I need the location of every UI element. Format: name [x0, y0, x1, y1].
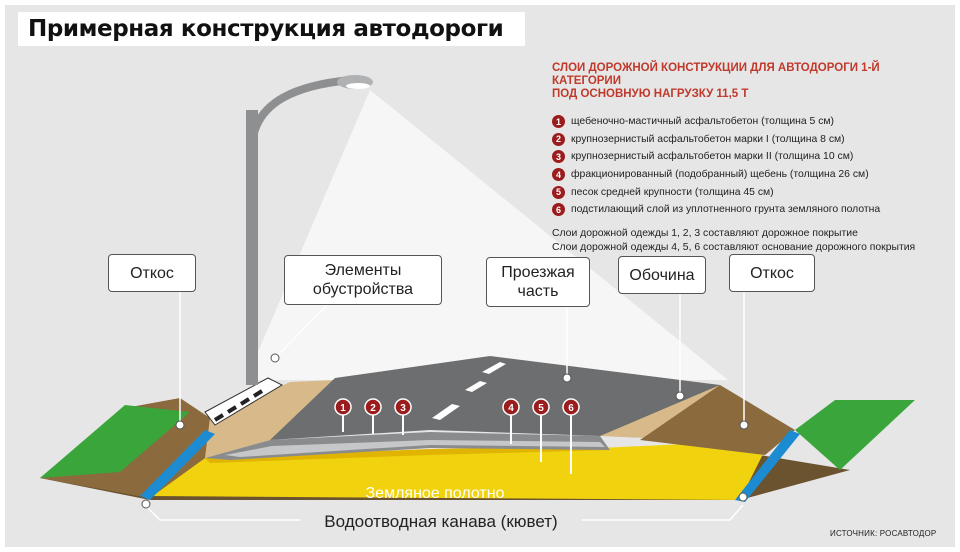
label-elements: Элементы обустройства: [284, 255, 442, 305]
marker-badge-3: [394, 398, 412, 416]
layer-number-badge: 1: [552, 115, 565, 129]
subgrade-label: Земляное полотно: [366, 485, 505, 502]
lane-marking-3: [432, 404, 460, 420]
label-carriageway-line1: Проезжая: [501, 264, 575, 281]
lane-marking-1: [482, 362, 506, 374]
info-heading-line1: СЛОИ ДОРОЖНОЙ КОНСТРУКЦИИ ДЛЯ АВТОДОРОГИ…: [552, 62, 880, 87]
marker-number-4: 4: [508, 403, 514, 414]
layer-number-badge: 6: [552, 203, 565, 217]
marker-badge-1: [334, 398, 352, 416]
list-item: 3 крупнозернистый асфальтобетон марки II …: [552, 148, 947, 166]
list-item: 5 песок средней крупности (толщина 45 см): [552, 183, 947, 201]
layer-description: крупнозернистый асфальтобетон марки II (…: [571, 151, 854, 163]
marker-badge-2: [364, 398, 382, 416]
label-carriageway-line2: часть: [517, 283, 559, 300]
source-credit: ИСТОЧНИК: РОСАВТОДОР: [830, 529, 937, 538]
asphalt-surface: [270, 356, 720, 440]
lamp-light: [346, 83, 370, 89]
layer-description: щебеночно-мастичный асфальтобетон (толщи…: [571, 116, 835, 128]
callout-dots: [141, 353, 749, 509]
marker-badge-6: [562, 398, 580, 416]
list-item: 1 щебеночно-мастичный асфальтобетон (толщ…: [552, 113, 947, 131]
label-elements-line1: Элементы: [324, 262, 402, 279]
marker-badge-5: [532, 398, 550, 416]
list-item: 2 крупнозернистый асфальтобетон марки I (…: [552, 131, 947, 149]
layer-number-badge: 2: [552, 132, 565, 146]
lamp-arm: [248, 76, 351, 146]
marker-number-1: 1: [340, 403, 346, 414]
callout-lines: [145, 290, 745, 521]
label-slope-right: Откос: [729, 254, 815, 292]
layer-number-badge: 3: [552, 150, 565, 164]
layer-description: подстилающий слой из уплотненного грунта…: [571, 204, 881, 216]
label-slope-left: Откос: [108, 254, 196, 292]
list-item: 4 фракционированный (подобранный) щебень …: [552, 166, 947, 184]
layer-description: фракционированный (подобранный) щебень (…: [571, 169, 869, 181]
layer-markers: 1 2 3 4 5 6: [334, 398, 580, 474]
label-elements-line2: обустройства: [312, 281, 414, 298]
label-carriageway: Проезжая часть: [486, 257, 590, 307]
label-shoulder-text: Обочина: [629, 266, 695, 284]
layer-description: крупнозернистый асфальтобетон марки I (т…: [571, 133, 845, 145]
layer-description: песок средней крупности (толщина 45 см): [571, 186, 774, 198]
title-banner: Примерная конструкция автодороги: [18, 12, 526, 46]
marker-number-5: 5: [538, 403, 544, 414]
label-slope-right-text: Откос: [750, 264, 794, 282]
note-surface: Слои дорожной одежды 1, 2, 3 составляют …: [552, 227, 858, 239]
note-base: Слои дорожной одежды 4, 5, 6 составляют …: [552, 241, 916, 253]
layer-number-badge: 5: [552, 185, 565, 199]
ditch-label: Водоотводная канава (кювет): [324, 512, 557, 531]
right-slope-soil: [640, 385, 795, 455]
right-grass: [795, 400, 915, 470]
sand-top-edge: [205, 446, 610, 463]
marker-badge-4: [502, 398, 520, 416]
marker-number-6: 6: [568, 403, 574, 414]
layers-list: 1 щебеночно-мастичный асфальтобетон (толщ…: [552, 113, 947, 219]
layers-notes: Слои дорожной одежды 1, 2, 3 составляют …: [552, 227, 947, 255]
light-beam: [246, 90, 728, 380]
label-slope-left-text: Откос: [130, 264, 174, 282]
page-title: Примерная конструкция автодороги: [28, 16, 504, 42]
base-band-light: [225, 440, 605, 457]
left-ditch-water: [140, 430, 215, 500]
right-ditch-water: [735, 430, 800, 502]
layer-number-badge: 4: [552, 168, 565, 182]
left-shoulder: [205, 380, 335, 458]
lamp-post: [246, 110, 258, 385]
marker-number-3: 3: [400, 403, 406, 414]
lane-marking-2: [465, 381, 487, 392]
info-heading-line2: ПОД ОСНОВНУЮ НАГРУЗКУ 11,5 Т: [552, 88, 749, 100]
barrier-stripes: [213, 389, 264, 422]
label-shoulder: Обочина: [618, 256, 706, 294]
left-grass: [40, 405, 190, 478]
list-item: 6 подстилающий слой из уплотненного грунт…: [552, 201, 947, 219]
marker-number-2: 2: [370, 403, 376, 414]
info-heading: СЛОИ ДОРОЖНОЙ КОНСТРУКЦИИ ДЛЯ АВТОДОРОГИ…: [552, 62, 947, 101]
layers-info-panel: СЛОИ ДОРОЖНОЙ КОНСТРУКЦИИ ДЛЯ АВТОДОРОГИ…: [552, 62, 947, 255]
